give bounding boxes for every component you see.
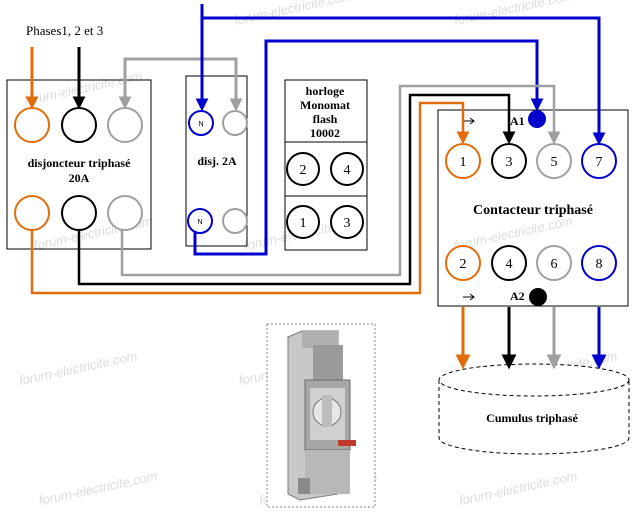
- svg-text:6: 6: [551, 257, 558, 272]
- clock-title-3: flash: [313, 112, 338, 126]
- svg-text:3: 3: [344, 216, 351, 231]
- phases-label: Phases1, 2 et 3: [26, 23, 103, 38]
- cumulus-tank: Cumulus triphasé: [438, 363, 630, 455]
- svg-text:forum-electricite.com: forum-electricite.com: [458, 468, 579, 508]
- svg-text:forum-electricite.com: forum-electricite.com: [233, 0, 354, 28]
- breaker-2a-title: disj. 2A: [197, 154, 237, 168]
- timer-switch-photo: [266, 323, 376, 508]
- svg-text:forum-electricite.com: forum-electricite.com: [18, 348, 139, 388]
- svg-text:4: 4: [344, 163, 351, 178]
- a1-label: A1: [510, 114, 525, 128]
- contactor-title: Contacteur triphasé: [473, 203, 593, 218]
- svg-text:5: 5: [551, 155, 558, 170]
- clock-title-2: Monomat: [300, 98, 350, 112]
- svg-text:7: 7: [596, 155, 603, 170]
- svg-text:1: 1: [300, 216, 307, 231]
- svg-text:N: N: [198, 121, 203, 128]
- svg-text:forum-electricite.com: forum-electricite.com: [38, 468, 159, 508]
- wires: [25, 4, 607, 370]
- svg-text:4: 4: [506, 257, 513, 272]
- clock-timer: horloge Monomat flash 10002 2 4 1 3: [284, 79, 368, 251]
- cumulus-title: Cumulus triphasé: [486, 411, 578, 425]
- a2-label: A2: [510, 289, 525, 303]
- svg-text:1: 1: [460, 155, 467, 170]
- svg-text:N: N: [197, 219, 202, 226]
- breaker-3p: disjoncteur triphasé 20A: [6, 79, 152, 250]
- clock-title-4: 10002: [310, 126, 340, 140]
- svg-text:3: 3: [506, 155, 513, 170]
- clock-title-1: horloge: [306, 84, 345, 98]
- svg-text:2: 2: [460, 257, 467, 272]
- contactor: Contacteur triphasé A1 A2 1 3 5 7 2 4 6 …: [437, 109, 629, 307]
- breaker-3p-title: disjoncteur triphasé: [28, 156, 131, 170]
- svg-text:2: 2: [300, 163, 307, 178]
- svg-text:forum-electricite.com: forum-electricite.com: [453, 0, 574, 28]
- breaker-2a: disj. 2A N N: [185, 75, 248, 247]
- breaker-3p-rating: 20A: [69, 171, 90, 185]
- svg-text:8: 8: [596, 257, 603, 272]
